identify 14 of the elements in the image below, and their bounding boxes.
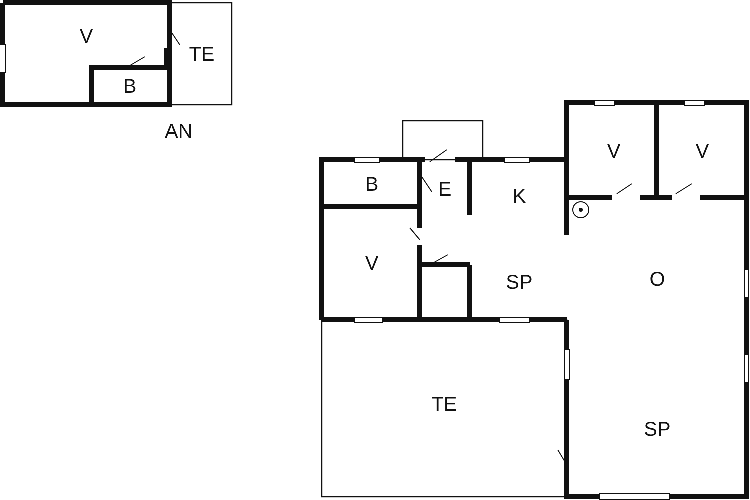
room-label: E — [438, 180, 452, 200]
room-label: K — [512, 187, 526, 207]
room-label: TE — [189, 45, 215, 65]
room-label: B — [123, 77, 137, 97]
room-label: TE — [432, 394, 458, 414]
room-label: V — [80, 26, 94, 46]
building-label: AN — [165, 122, 193, 142]
room-label: V — [365, 254, 379, 274]
room-label: B — [365, 174, 379, 194]
room-label: SP — [506, 272, 533, 292]
room-label: V — [696, 142, 710, 162]
room-label: V — [607, 142, 621, 162]
room-label: O — [650, 270, 666, 290]
room-label: SP — [644, 420, 671, 440]
